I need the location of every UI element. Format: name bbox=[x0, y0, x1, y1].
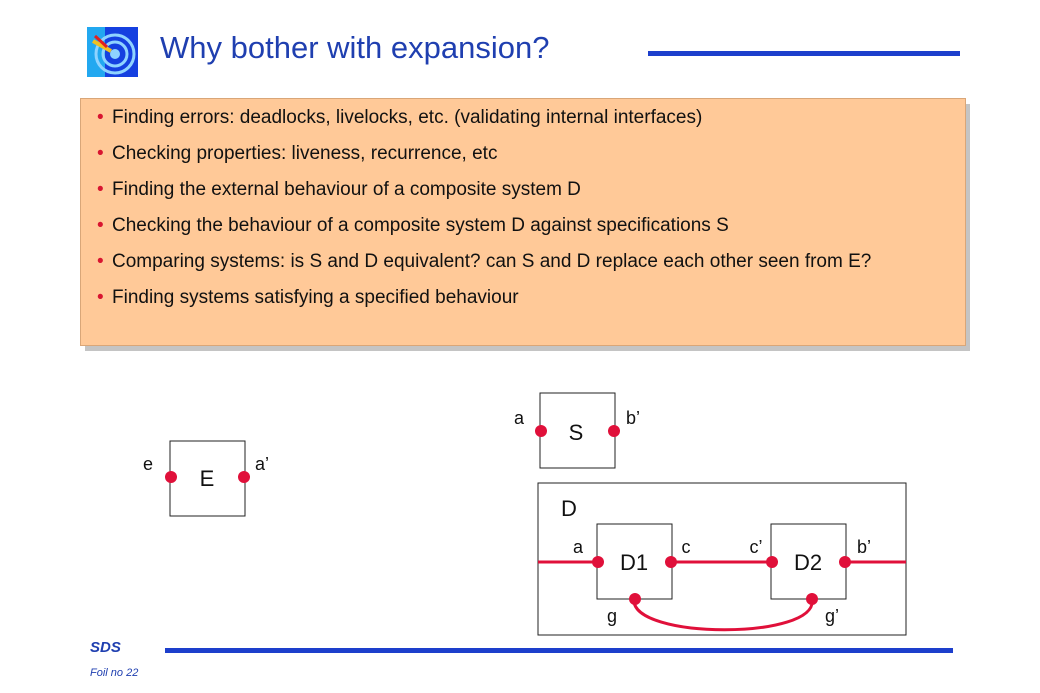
port-D2-c-prime-label: c’ bbox=[750, 537, 763, 557]
page-title: Why bother with expansion? bbox=[160, 30, 550, 65]
port-S-b-prime-dot bbox=[608, 425, 620, 437]
bullet-item: • Comparing systems: is S and D equivalen… bbox=[91, 250, 955, 273]
system-E-label: E bbox=[200, 466, 215, 491]
port-S-a-dot bbox=[535, 425, 547, 437]
port-D2-c-prime-dot bbox=[766, 556, 778, 568]
bullet-box: • Finding errors: deadlocks, livelocks, e… bbox=[80, 98, 966, 346]
bullet-item: • Checking the behaviour of a composite s… bbox=[91, 214, 955, 237]
port-S-b-prime-label: b’ bbox=[626, 408, 640, 428]
port-a-prime-label: a’ bbox=[255, 454, 269, 474]
bullet-text: Finding systems satisfying a specified b… bbox=[112, 287, 519, 308]
system-D1-label: D1 bbox=[620, 550, 648, 575]
title-rule bbox=[648, 51, 960, 56]
footer-rule bbox=[165, 648, 953, 653]
system-S-label: S bbox=[569, 420, 584, 445]
bullet-text: Finding errors: deadlocks, livelocks, et… bbox=[112, 107, 703, 128]
bullet-item: • Checking properties: liveness, recurren… bbox=[91, 142, 955, 165]
port-a-prime-dot bbox=[238, 471, 250, 483]
footer-label: SDS bbox=[90, 639, 121, 656]
bullet-text: Checking the behaviour of a composite sy… bbox=[112, 215, 729, 236]
bullet-item: • Finding errors: deadlocks, livelocks, e… bbox=[91, 106, 955, 129]
system-D1-box bbox=[596, 523, 673, 600]
system-D-label: D bbox=[561, 496, 577, 521]
port-D2-g-prime-label: g’ bbox=[825, 606, 839, 626]
port-D2-g-prime-dot bbox=[806, 593, 818, 605]
port-D1-g-label: g bbox=[607, 606, 617, 626]
bullet-text: Checking properties: liveness, recurrenc… bbox=[112, 143, 498, 164]
port-D2-b-prime-label: b’ bbox=[857, 537, 871, 557]
port-D1-g-dot bbox=[629, 593, 641, 605]
port-D1-c-dot bbox=[665, 556, 677, 568]
port-D1-c-label: c bbox=[682, 537, 691, 557]
port-e-label: e bbox=[143, 454, 153, 474]
port-D1-a-label: a bbox=[573, 537, 584, 557]
bullet-dot-icon: • bbox=[97, 179, 104, 200]
logo-target-icon bbox=[87, 27, 138, 77]
bullet-list: • Finding errors: deadlocks, livelocks, e… bbox=[91, 106, 955, 309]
system-D2-label: D2 bbox=[794, 550, 822, 575]
port-D1-a-dot bbox=[592, 556, 604, 568]
bullet-dot-icon: • bbox=[97, 107, 104, 128]
bullet-item: • Finding systems satisfying a specified … bbox=[91, 286, 955, 309]
bullet-text: Comparing systems: is S and D equivalent… bbox=[112, 251, 872, 272]
bullet-text: Finding the external behaviour of a comp… bbox=[112, 179, 581, 200]
bullet-dot-icon: • bbox=[97, 215, 104, 236]
system-S-box bbox=[539, 392, 616, 469]
bullet-dot-icon: • bbox=[97, 287, 104, 308]
system-D2-box bbox=[770, 523, 847, 600]
bullet-dot-icon: • bbox=[97, 251, 104, 272]
bullet-dot-icon: • bbox=[97, 143, 104, 164]
foil-number: Foil no 22 bbox=[90, 667, 139, 679]
port-e-dot bbox=[165, 471, 177, 483]
bullet-item: • Finding the external behaviour of a com… bbox=[91, 178, 955, 201]
port-D2-b-prime-dot bbox=[839, 556, 851, 568]
line-g-gprime bbox=[632, 598, 814, 632]
port-S-a-label: a bbox=[514, 408, 525, 428]
